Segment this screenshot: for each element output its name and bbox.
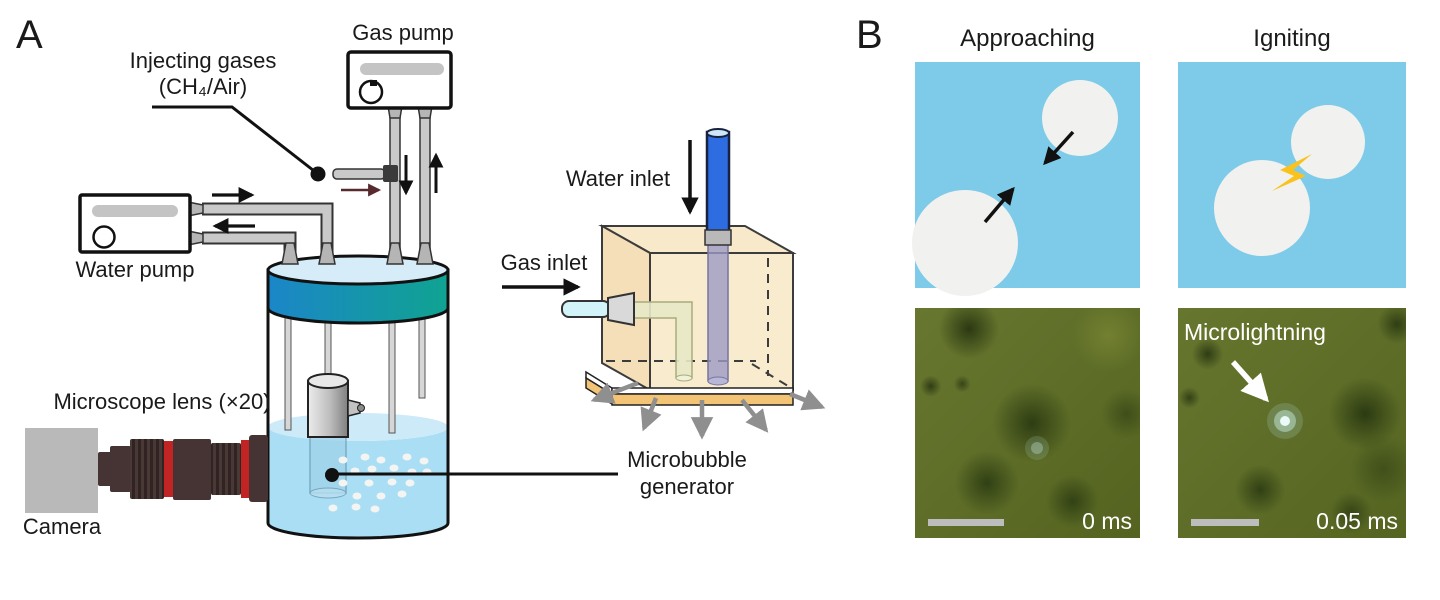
gas-inlet-connector (607, 291, 635, 327)
approaching-title: Approaching (960, 25, 1095, 52)
microbubble-generator-device (307, 380, 349, 438)
generator-point-dot (325, 468, 339, 482)
gas-pump-dial (358, 79, 384, 105)
gas-pump-port (387, 105, 403, 119)
gas-tube-down (389, 113, 401, 261)
lid-port (386, 242, 404, 265)
generator-bottom (309, 487, 347, 499)
microbubble-generator-label-line1: Microbubble (627, 447, 747, 472)
gas-pump-label: Gas pump (352, 20, 454, 45)
water-pump (78, 193, 192, 254)
gas-pump-port (417, 105, 433, 119)
scale-bar (928, 519, 1004, 526)
lid-port (318, 242, 336, 265)
approaching-schematic (915, 62, 1140, 288)
camera-label: Camera (22, 514, 102, 539)
generator-knob (347, 399, 361, 417)
scale-bar (1191, 519, 1259, 526)
gas-pump-display (360, 63, 444, 75)
water-inlet-tube-top (706, 128, 730, 138)
water-pump-dial (92, 225, 116, 249)
water-tube-out (202, 204, 332, 262)
generator-knob-tip (357, 404, 365, 412)
water-pump-port (187, 201, 204, 217)
injecting-gases-label-line2: (CH₄/Air) (158, 74, 248, 99)
microbubble-generator-label-line2: generator (639, 474, 735, 499)
gas-pump (346, 50, 453, 110)
beaker-lid-top (266, 254, 450, 286)
tube-junction (383, 165, 398, 182)
generator-box-front (649, 252, 794, 391)
gas-inlet-label: Gas inlet (500, 250, 588, 275)
support-rod (418, 299, 426, 399)
generator-box-left (601, 224, 651, 392)
micrograph-igniting: Microlightning 0.05 ms (1178, 308, 1406, 538)
inner-gas-tube (629, 301, 693, 379)
timestamp-label: 0 ms (1082, 508, 1132, 534)
generator-rod (324, 299, 332, 383)
timestamp-label: 0.05 ms (1316, 508, 1398, 534)
plate-top (611, 387, 794, 395)
generator-box-top (598, 225, 797, 254)
gas-tube-up (419, 113, 431, 261)
support-rod (388, 299, 396, 434)
water-inlet-tube (705, 130, 731, 234)
bubble-spray-arrows (590, 380, 826, 440)
water-tube-return (202, 233, 295, 264)
plate-wing-top (585, 370, 613, 396)
inner-gas-tube-tip (675, 374, 693, 382)
microscope-lens-label: Microscope lens (×20) (53, 389, 271, 414)
inner-water-tube-tip (707, 376, 729, 386)
injecting-gases-leader-line (152, 105, 319, 176)
generator-submerged (309, 435, 347, 494)
beaker-body (268, 272, 448, 538)
water-tube-out-outline (202, 202, 334, 262)
plate-wing-front (585, 376, 613, 406)
inner-water-tube (707, 242, 729, 382)
igniting-schematic (1178, 62, 1406, 288)
plate-front (611, 393, 794, 406)
water-tube-return-outline (202, 231, 297, 264)
tube-collar (704, 229, 732, 246)
support-rod (284, 299, 292, 431)
beaker-lid-band (266, 268, 450, 325)
generator-top (307, 373, 349, 389)
igniting-title: Igniting (1253, 25, 1331, 52)
water-pump-display (92, 205, 178, 217)
beaker-liquid (268, 427, 448, 538)
microscope-lens-barrel (98, 435, 268, 502)
beaker-outline (266, 272, 450, 540)
micrograph-approaching: 0 ms (915, 308, 1140, 538)
water-pump-label: Water pump (75, 257, 195, 282)
gas-pump-dial-notch (370, 80, 377, 86)
microlightning-label: Microlightning (1184, 319, 1326, 345)
liquid-surface (268, 413, 448, 441)
injection-tube (332, 168, 386, 180)
panel-a-label: A (16, 13, 43, 57)
panel-b-label: B (856, 13, 883, 57)
lid-port (281, 242, 299, 265)
hidden-edges (606, 258, 789, 387)
water-pump-port (187, 230, 204, 246)
water-inlet-label: Water inlet (565, 166, 671, 191)
camera-body (25, 428, 98, 513)
gas-inlet-tube (561, 300, 611, 318)
microbubbles (328, 453, 432, 513)
lid-port (416, 242, 434, 265)
injection-point-dot (310, 166, 326, 182)
injecting-gases-label-line1: Injecting gases (129, 48, 277, 73)
